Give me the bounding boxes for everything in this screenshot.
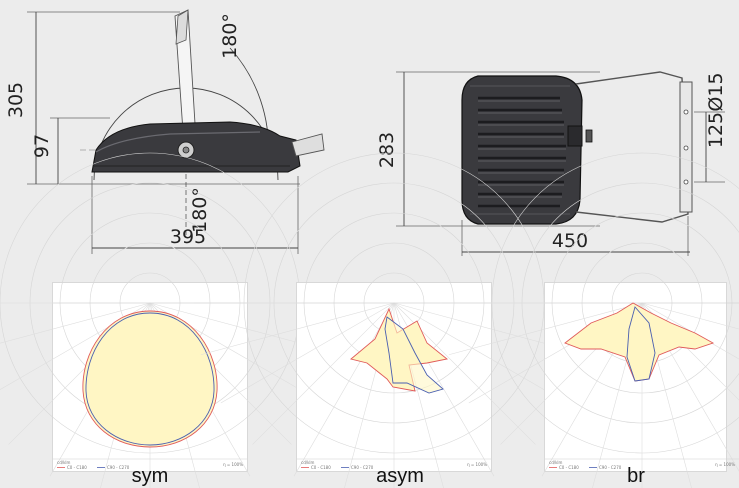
footer-efficiency: η = 100%: [223, 462, 243, 467]
legend-c0-c180: C0 - C180: [67, 465, 87, 470]
top-view: 283: [376, 71, 727, 256]
footer-efficiency: η = 100%: [467, 462, 487, 467]
luminaire-body-side: [91, 121, 301, 173]
dim-mount-diameter: Ø15: [705, 72, 727, 111]
caption-br: br: [627, 465, 645, 487]
mount-bracket-top: [575, 71, 689, 223]
cable-gland-icon: [567, 125, 583, 147]
mount-arm-side: [291, 133, 325, 157]
footer-unit: cd/klm: [549, 460, 563, 465]
legend-c0-c180: C0 - C180: [559, 465, 579, 470]
footer-unit: cd/klm: [301, 460, 315, 465]
dim-length-side: 395: [170, 226, 206, 248]
dim-height-body: 97: [31, 134, 53, 158]
angle-label-top: 180°: [219, 13, 241, 59]
dim-length-top: 450: [552, 230, 588, 252]
curve-c90-c270: [85, 312, 215, 446]
legend-c90-c270: C90 - C270: [107, 465, 130, 470]
side-view: 305 97 180° 180° 395: [5, 9, 325, 254]
footer-efficiency: η = 100%: [715, 462, 735, 467]
dim-mount-spacing: 125: [705, 112, 727, 148]
footer-unit: cd/klm: [57, 460, 71, 465]
curve-c90-c270: [626, 306, 656, 382]
curve-c90-c270: [384, 316, 444, 394]
legend-c90-c270: C90 - C270: [599, 465, 622, 470]
caption-asym: asym: [376, 465, 424, 487]
dim-width-top: 283: [376, 132, 398, 168]
legend-c90-c270: C90 - C270: [351, 465, 374, 470]
angle-label-bottom: 180°: [189, 187, 211, 233]
legend-c0-c180: C0 - C180: [311, 465, 331, 470]
dim-height-total: 305: [5, 82, 27, 118]
caption-sym: sym: [131, 465, 169, 487]
cooling-fins: [478, 96, 566, 208]
